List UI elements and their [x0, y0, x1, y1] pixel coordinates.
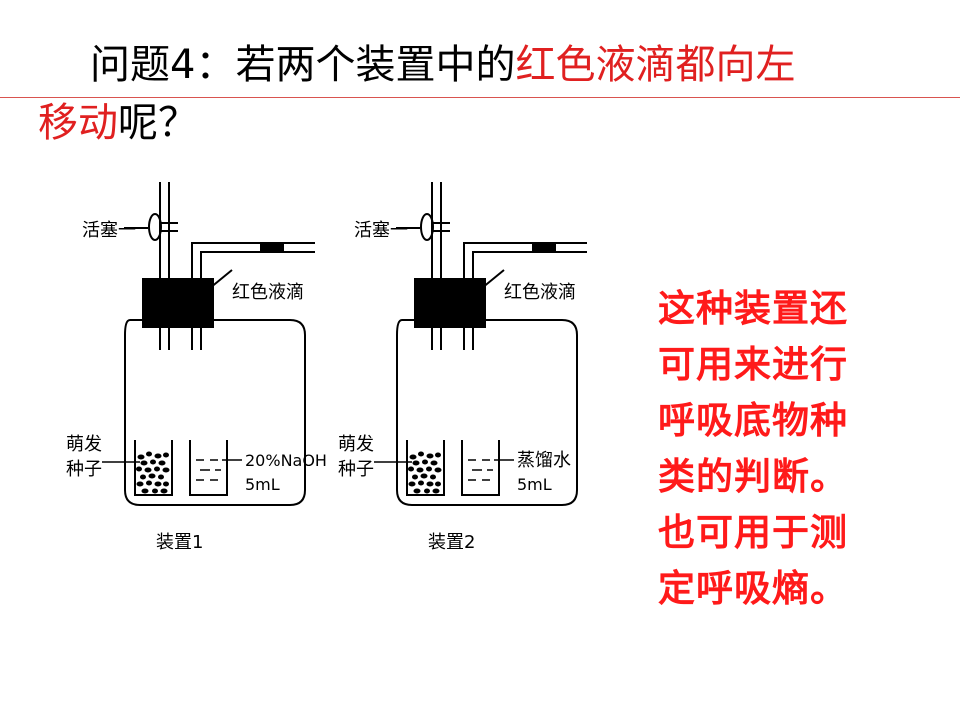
note-line: 呼吸底物种 — [658, 399, 848, 442]
caption-1: 装置1 — [156, 532, 203, 553]
stopcock-2 — [420, 213, 434, 241]
question-text-part2: 呢？ — [118, 100, 198, 146]
title-underline — [0, 97, 960, 98]
stopper-1 — [142, 278, 214, 328]
apparatus-2-labels: 活塞一 红色液滴 萌发 种子 蒸馏水 5mL 装置2 — [338, 220, 576, 553]
note-line: 这种装置还 — [658, 287, 848, 330]
stopcock-label-2: 活塞一 — [354, 220, 408, 241]
seeds-2 — [408, 451, 442, 494]
seed-beaker-2 — [406, 440, 445, 496]
seed-label-2a: 萌发 — [338, 434, 374, 455]
seed-label-1a: 萌发 — [66, 434, 102, 455]
question-text-highlight2: 移动 — [38, 100, 118, 146]
stopper-2 — [414, 278, 486, 328]
note-line: 类的判断。 — [658, 455, 848, 498]
apparatus-1 — [102, 182, 315, 506]
question-text-highlight1: 红色液滴都向左 — [515, 42, 796, 88]
explanation-note: 这种装置还 可用来进行 呼吸底物种 类的判断。 也可用于测 定呼吸熵。 — [658, 281, 958, 617]
seed-beaker-1 — [134, 440, 173, 496]
droplet-label-1: 红色液滴 — [232, 282, 304, 303]
solution-label-2b: 5mL — [517, 475, 552, 494]
stopcock-label-1: 活塞一 — [82, 220, 136, 241]
red-droplet-1 — [260, 242, 284, 253]
solution-beaker-2 — [461, 440, 500, 496]
question-text-part1: 问题4：若两个装置中的 — [90, 42, 516, 88]
bottle-2 — [396, 319, 578, 506]
note-line: 定呼吸熵。 — [658, 567, 848, 610]
apparatus-1-labels: 活塞一 红色液滴 萌发 种子 20%NaOH 5mL 装置1 — [66, 220, 327, 553]
caption-2: 装置2 — [428, 532, 475, 553]
seed-label-1b: 种子 — [66, 459, 102, 480]
question-title: 问题4：若两个装置中的红色液滴都向左 移动呢？ — [38, 36, 938, 152]
solution-label-1b: 5mL — [245, 475, 280, 494]
respiration-apparatus-figure: 活塞一 红色液滴 萌发 种子 20%NaOH 5mL 装置1 活塞一 红色液滴 … — [66, 182, 587, 553]
stopcock-1 — [148, 213, 162, 241]
seeds-1 — [136, 451, 170, 494]
bottle-1 — [124, 319, 306, 506]
note-line: 可用来进行 — [658, 343, 848, 386]
apparatus-2 — [374, 182, 587, 506]
droplet-label-2: 红色液滴 — [504, 282, 576, 303]
seed-label-2b: 种子 — [338, 459, 374, 480]
solution-label-2a: 蒸馏水 — [517, 450, 571, 471]
red-droplet-2 — [532, 242, 556, 253]
note-line: 也可用于测 — [658, 511, 848, 554]
solution-beaker-1 — [189, 440, 228, 496]
solution-label-1a: 20%NaOH — [245, 451, 327, 470]
